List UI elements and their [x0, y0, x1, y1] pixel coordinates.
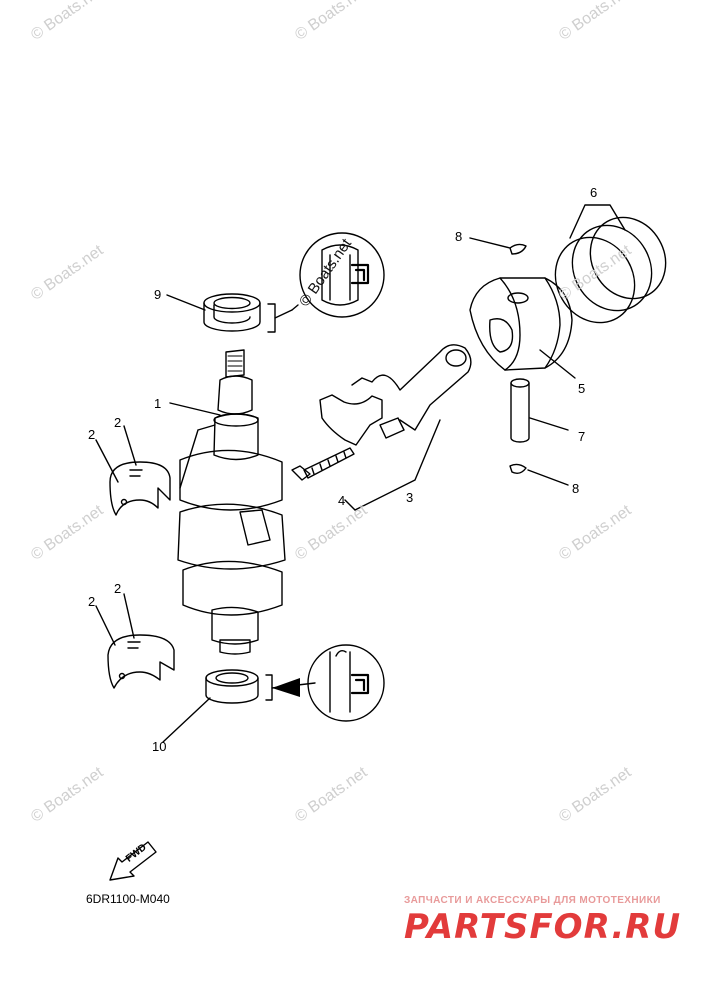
piston	[469, 277, 576, 379]
connecting-rod	[319, 344, 472, 511]
callout-4: 4	[338, 493, 346, 508]
callout-2: 2	[88, 427, 96, 442]
piston-pin	[510, 378, 569, 443]
brand-tagline: ЗАПЧАСТИ И АКСЕССУАРЫ ДЛЯ МОТОТЕХНИКИ	[404, 895, 661, 906]
diagram-code: 6DR1100-M040	[86, 892, 170, 906]
brand-logo: PARTSFOR.RU	[404, 907, 682, 947]
seal-detail-magnifier-bottom	[307, 644, 385, 722]
piston-rings	[554, 204, 667, 324]
rod-bolt	[291, 447, 356, 511]
circlip-top	[469, 237, 527, 255]
seal-detail-magnifier-top	[291, 232, 385, 318]
callout-2: 2	[114, 415, 122, 430]
callout-1: 1	[154, 396, 162, 411]
callout-7: 7	[578, 429, 586, 444]
crankshaft	[177, 349, 286, 655]
callout-9: 9	[154, 287, 162, 302]
callout-6: 6	[590, 185, 598, 200]
callout-8: 8	[572, 481, 580, 496]
callout-5: 5	[578, 381, 586, 396]
bearing-lower	[107, 634, 175, 689]
oil-seal-top	[203, 293, 293, 333]
callout-2: 2	[88, 594, 96, 609]
callout-8: 8	[455, 229, 463, 244]
oil-seal-bottom	[205, 669, 273, 704]
callout-10: 10	[152, 739, 167, 754]
callout-3: 3	[406, 490, 414, 505]
callout-2: 2	[114, 581, 122, 596]
circlip-bottom	[509, 463, 569, 486]
bearing-upper	[109, 461, 171, 516]
fwd-arrow	[109, 841, 157, 881]
